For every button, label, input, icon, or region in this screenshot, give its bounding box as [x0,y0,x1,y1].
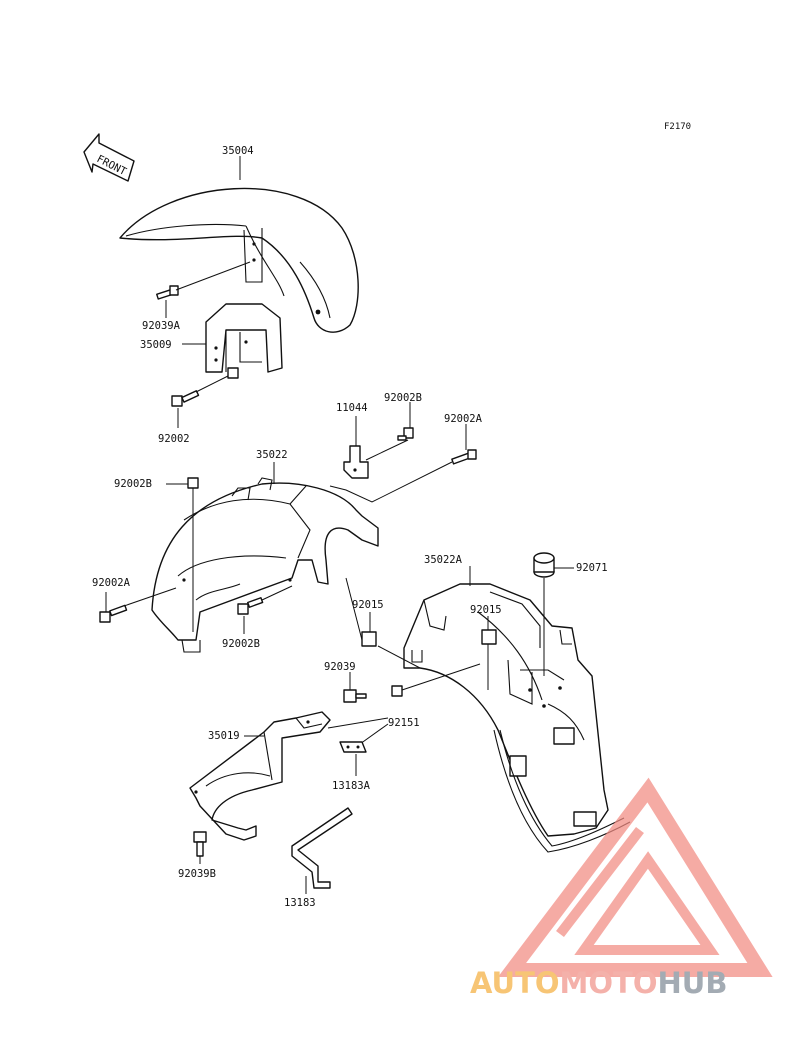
label-35009: 35009 [140,339,172,351]
svg-text:AUTOMOTOHUB: AUTOMOTOHUB [470,966,727,1000]
bolt-92002B-mid [237,597,264,615]
grommet-92071 [533,552,555,578]
diagram-code: F2170 [664,122,691,132]
label-92015-left: 92015 [352,599,384,611]
label-92039B: 92039B [178,868,216,880]
watermark-auto: AUTO [470,966,560,1000]
front-fender-35004 [119,187,359,333]
label-35022A: 35022A [424,554,463,566]
label-35019: 35019 [208,730,240,742]
label-13183: 13183 [284,897,316,909]
bolt-92002A-top [451,449,477,465]
nut-92015-right [481,629,497,645]
label-35022: 35022 [256,449,288,461]
label-92002B-left: 92002B [114,478,152,490]
rear-fender-35022A [403,583,631,853]
label-11044: 11044 [336,402,368,414]
automotohub-watermark: AUTOMOTOHUB [470,777,773,1000]
watermark-moto: MOTO [560,966,658,1000]
bracket-11044 [343,445,369,479]
watermark-triangle-logo [497,777,773,977]
label-92002B-mid: 92002B [222,638,260,650]
front-fender-bracket-35009 [205,303,283,379]
inner-fender-35022 [151,477,379,653]
plate-13183A [339,741,367,753]
label-92071: 92071 [576,562,608,574]
label-13183A: 13183A [332,780,371,792]
bolt-92002 [171,390,200,407]
label-92015-right: 92015 [470,604,502,616]
collar-92039 [343,689,367,703]
label-35004: 35004 [222,145,254,157]
bolt-92039A [156,285,179,300]
label-92039: 92039 [324,661,356,673]
bolt-92002B-left [187,477,199,632]
label-92039A: 92039A [142,320,181,332]
bolt-92002A-left [99,604,128,623]
label-92151: 92151 [388,717,420,729]
watermark-hub: HUB [658,966,728,1000]
bolt-92002B-top [397,427,414,441]
label-92002A-top: 92002A [444,413,483,425]
label-92002B-top: 92002B [384,392,422,404]
bolt-92151 [391,663,481,697]
bolt-92039B [193,831,207,857]
stay-13183 [291,807,353,889]
front-arrow-icon: FRONT [83,133,135,182]
nut-92015-left [361,631,377,647]
fender-bracket-35019 [189,711,331,841]
label-92002A-left: 92002A [92,577,131,589]
label-92002: 92002 [158,433,190,445]
